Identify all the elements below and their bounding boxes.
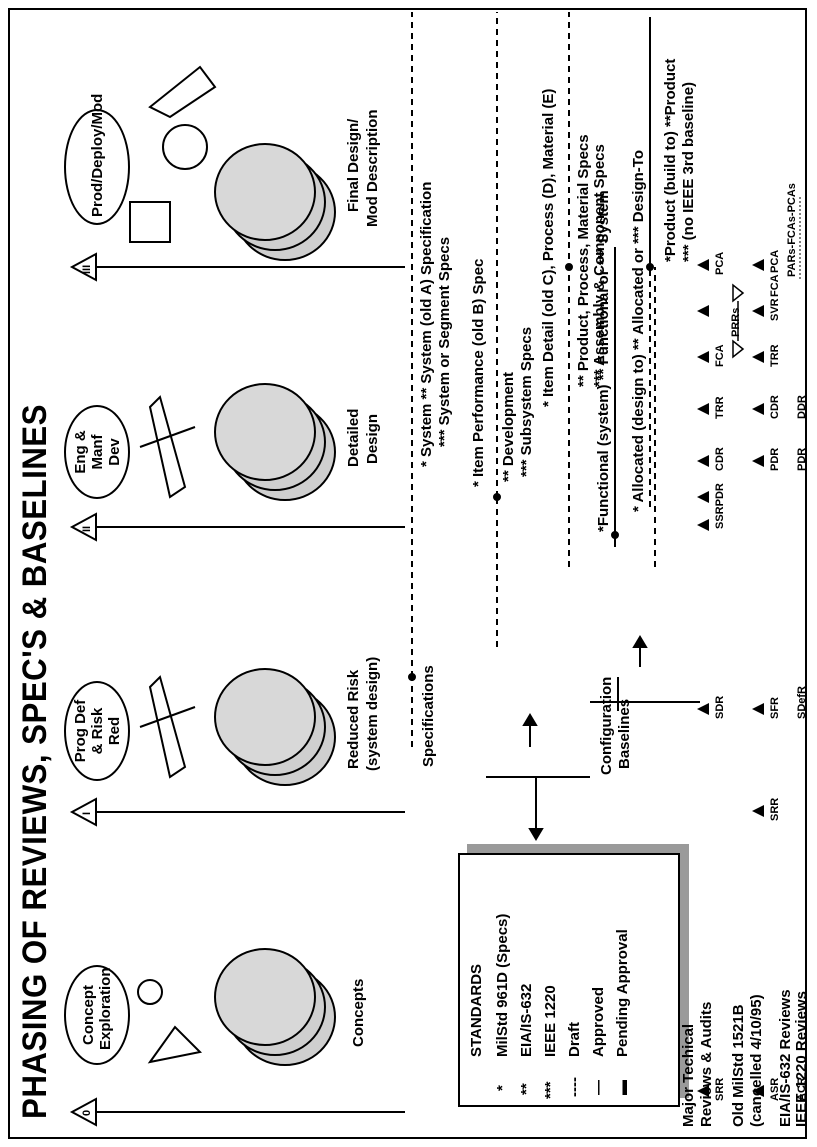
baseline-allocated: * Allocated (design to) ** Allocated or … — [630, 150, 647, 512]
stage-final-sub: Mod Description — [364, 109, 381, 227]
review-row-1-label-2: (cancelled 4/10/95) — [748, 994, 765, 1127]
phase-concept-exploration: Concept Exploration — [64, 965, 130, 1065]
specifications-label: Specifications — [420, 665, 437, 767]
phase-prog-def-risk-red: Prog Def & Risk Red — [64, 681, 130, 781]
stage-reduced-risk-sub: (system design) — [364, 657, 381, 771]
review-srr-2: SRR — [769, 798, 781, 821]
baseline-product-2: *** (no IEEE 3rd baseline) — [680, 82, 697, 262]
stage-final: Final Design/ — [345, 119, 362, 212]
phase-prod-deploy-mod: Prod/Deploy/Mod — [64, 109, 130, 225]
milestone-3: III — [81, 265, 93, 274]
stage-detailed: Detailed — [345, 409, 362, 467]
milestone-2: II — [81, 526, 93, 532]
legend-mark-3: *** — [542, 1081, 559, 1099]
review-ddr: DDR — [796, 395, 808, 419]
phase-eng-manf-dev: Eng & Manf Dev — [64, 405, 130, 499]
legend-text-4: Draft — [566, 1022, 583, 1057]
legend-text-1: MilStd 961D (Specs) — [494, 914, 511, 1057]
stage-reduced-risk: Reduced Risk — [345, 670, 362, 769]
spec-item-perf-2: ** Development — [500, 372, 517, 482]
legend-mark-4: ---- — [566, 1077, 583, 1097]
baselines-label: Configuration — [598, 677, 615, 775]
legend-text-5: Approved — [590, 987, 607, 1057]
review-sdr: SDR — [714, 696, 726, 719]
prrs-label: PRRs — [730, 308, 742, 337]
legend-text-2: EIA/IS-632 — [518, 984, 535, 1057]
review-pars-fcas-pcas: PARs-FCAs-PCAs — [786, 183, 798, 277]
review-row-3-label: IEEE 1220 Reviews — [793, 991, 810, 1127]
review-trr: TRR — [714, 396, 726, 419]
review-cdr-2: CDR — [769, 395, 781, 419]
legend-mark-5: — — [590, 1080, 607, 1095]
baseline-product: *Product (build to) **Product — [662, 59, 679, 262]
review-fca: FCA — [714, 344, 726, 367]
review-pdr: PDR — [769, 448, 781, 471]
review-svr: SVR — [769, 298, 781, 321]
review-fca-2: FCA — [769, 274, 781, 297]
milestone-0: 0 — [81, 1110, 93, 1116]
review-asr: ASR — [769, 1078, 781, 1101]
legend-mark-6: ▬ — [614, 1080, 631, 1095]
review-cdr: CDR — [714, 447, 726, 471]
baselines-label-2: Baselines — [616, 699, 633, 769]
review-row-2-label: EIA/IS-632 Reviews — [777, 989, 794, 1127]
legend-heading: STANDARDS — [468, 964, 485, 1057]
baseline-functional: *Functional (system) ** Functional or **… — [595, 190, 612, 532]
spec-system-2: *** System or Segment Specs — [436, 237, 453, 447]
spec-system-1: * System ** System (old A) Specification — [418, 182, 435, 467]
review-pdr-3: PDR — [796, 448, 808, 471]
milestone-1: I — [81, 812, 93, 815]
review-row-1-label: Old MilStd 1521B — [730, 1004, 747, 1127]
stage-concepts: Concepts — [350, 979, 367, 1047]
reviews-header: Major Techical — [680, 1024, 697, 1127]
legend-mark-1: * — [494, 1085, 511, 1091]
spec-item-detail-2: ** Product, Process, Material Specs — [575, 134, 592, 387]
legend-text-3: IEEE 1220 — [542, 985, 559, 1057]
review-acr: ACR — [796, 1077, 808, 1101]
standards-legend: STANDARDS * MilStd 961D (Specs) ** EIA/I… — [458, 853, 680, 1107]
review-ssrpdr: SSRPDR — [714, 483, 726, 529]
legend-mark-2: ** — [518, 1083, 535, 1095]
legend-text-6: Pending Approval — [614, 929, 631, 1057]
review-trr-2: TRR — [769, 344, 781, 367]
spec-item-detail-1: * Item Detail (old C), Process (D), Mate… — [540, 89, 557, 407]
review-sfr: SFR — [769, 697, 781, 719]
spec-item-perf-1: * Item Performance (old B) Spec — [470, 259, 487, 487]
review-pca-2: PCA — [769, 250, 781, 273]
stage-design: Design — [364, 414, 381, 464]
spec-item-perf-3: *** Subsystem Specs — [518, 327, 535, 477]
reviews-header-2: Reviews & Audits — [698, 1002, 715, 1127]
review-srr: SRR — [714, 1078, 726, 1101]
review-sdefr: SDefR — [796, 686, 808, 719]
review-pca: PCA — [714, 252, 726, 275]
